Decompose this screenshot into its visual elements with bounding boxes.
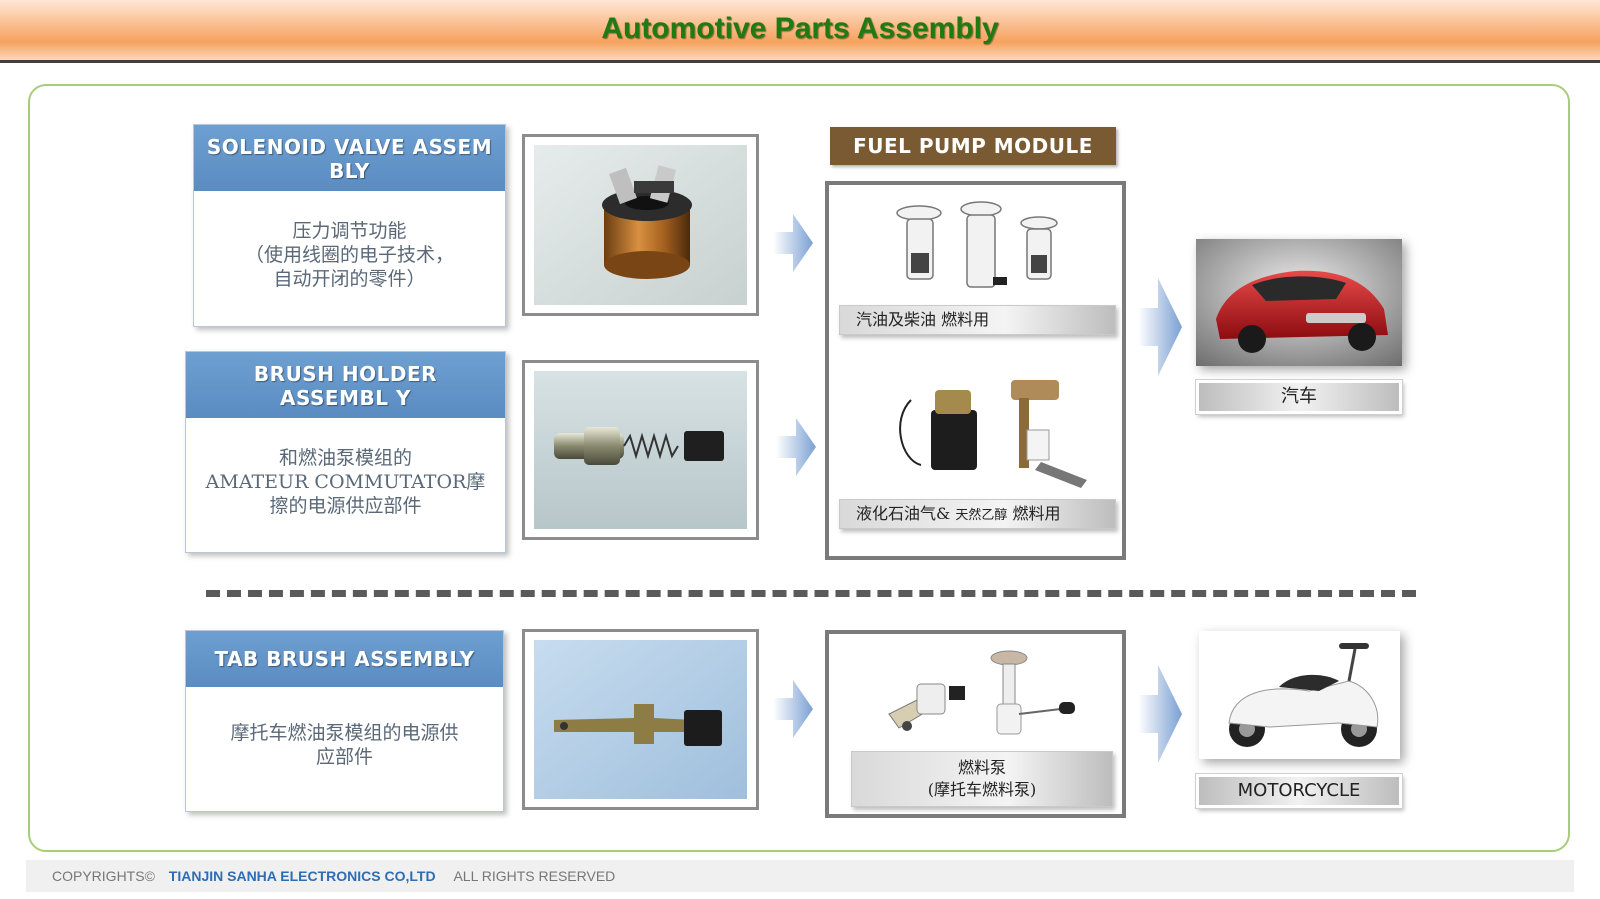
rights-text: ALL RIGHTS RESERVED xyxy=(453,868,616,884)
solenoid-coil-image xyxy=(534,145,747,305)
lpg-label-small: 天然乙醇 xyxy=(955,508,1008,523)
motorcycle-label: MOTORCYCLE xyxy=(1195,773,1403,809)
page-title: Automotive Parts Assembly xyxy=(601,12,999,45)
motorcycle-pump-label: 燃料泵 (摩托车燃料泵) xyxy=(851,751,1113,807)
brush-holder-image xyxy=(534,371,747,529)
gasoline-diesel-label: 汽油及柴油 燃料用 xyxy=(839,305,1116,335)
copyright-text: COPYRIGHTS© xyxy=(52,868,155,884)
motorcycle-pump-image xyxy=(888,650,1075,735)
assembly-description: 和燃油泵模组的 AMATEUR COMMUTATOR摩 擦的电源供应部件 xyxy=(186,418,505,518)
arrow-right-icon xyxy=(1138,278,1182,376)
assembly-title: SOLENOID VALVE ASSEM BLY xyxy=(194,125,505,191)
moto-label-line2: (摩托车燃料泵) xyxy=(927,780,1037,799)
motorcycle-fuel-pump-frame: 燃料泵 (摩托车燃料泵) xyxy=(825,630,1126,818)
desc-line: 自动开闭的零件） xyxy=(273,268,426,290)
assembly-title: TAB BRUSH ASSEMBLY xyxy=(186,631,503,687)
lpg-ethanol-label: 液化石油气& 天然乙醇 燃料用 xyxy=(839,499,1116,529)
assembly-title: BRUSH HOLDER ASSEMBL Y xyxy=(186,352,505,418)
desc-line: AMATEUR COMMUTATOR摩 xyxy=(205,471,486,493)
assembly-description: 摩托车燃油泵模组的电源供 应部件 xyxy=(186,687,503,769)
car-label: 汽车 xyxy=(1195,379,1403,415)
motorcycle-photo xyxy=(1199,631,1400,759)
company-name: TIANJIN SANHA ELECTRONICS CO,LTD xyxy=(168,868,436,884)
arrow-right-icon xyxy=(773,680,813,738)
desc-line: 应部件 xyxy=(315,746,373,768)
arrow-right-icon xyxy=(776,418,816,476)
assembly-description: 压力调节功能 （使用线圈的电子技术， 自动开闭的零件） xyxy=(194,191,505,291)
desc-line: 摩托车燃油泵模组的电源供 xyxy=(230,722,459,744)
solenoid-valve-photo xyxy=(522,134,759,316)
section-divider xyxy=(206,590,1416,597)
desc-line: （使用线圈的电子技术， xyxy=(244,244,454,266)
header-bar: Automotive Parts Assembly xyxy=(0,0,1600,63)
desc-line: 压力调节功能 xyxy=(292,220,407,242)
arrow-right-icon xyxy=(1138,665,1182,763)
car-photo xyxy=(1196,239,1402,366)
desc-line: 和燃油泵模组的 xyxy=(278,447,412,469)
lpg-pump-image xyxy=(899,380,1087,488)
tab-brush-assembly-card: TAB BRUSH ASSEMBLY 摩托车燃油泵模组的电源供 应部件 xyxy=(185,630,504,812)
brush-holder-photo xyxy=(522,360,759,540)
moto-label-line1: 燃料泵 xyxy=(957,758,1006,777)
lpg-label-end: 燃料用 xyxy=(1012,504,1061,523)
fuel-pump-module-frame: 汽油及柴油 燃料用 液化石油气& 天然乙醇 燃料用 xyxy=(825,181,1126,560)
content-frame xyxy=(28,84,1570,852)
footer-bar: COPYRIGHTS© TIANJIN SANHA ELECTRONICS CO… xyxy=(26,860,1574,892)
desc-line: 擦的电源供应部件 xyxy=(269,495,422,517)
tab-brush-photo xyxy=(522,629,759,810)
fuel-pump-module-title: FUEL PUMP MODULE xyxy=(830,127,1116,165)
arrow-right-icon xyxy=(773,214,813,272)
gasoline-pump-image xyxy=(896,201,1058,288)
brush-holder-assembly-card: BRUSH HOLDER ASSEMBL Y 和燃油泵模组的 AMATEUR C… xyxy=(185,351,506,553)
tab-brush-image xyxy=(534,640,747,799)
lpg-label-main: 液化石油气& xyxy=(856,504,951,523)
solenoid-valve-assembly-card: SOLENOID VALVE ASSEM BLY 压力调节功能 （使用线圈的电子… xyxy=(193,124,506,327)
